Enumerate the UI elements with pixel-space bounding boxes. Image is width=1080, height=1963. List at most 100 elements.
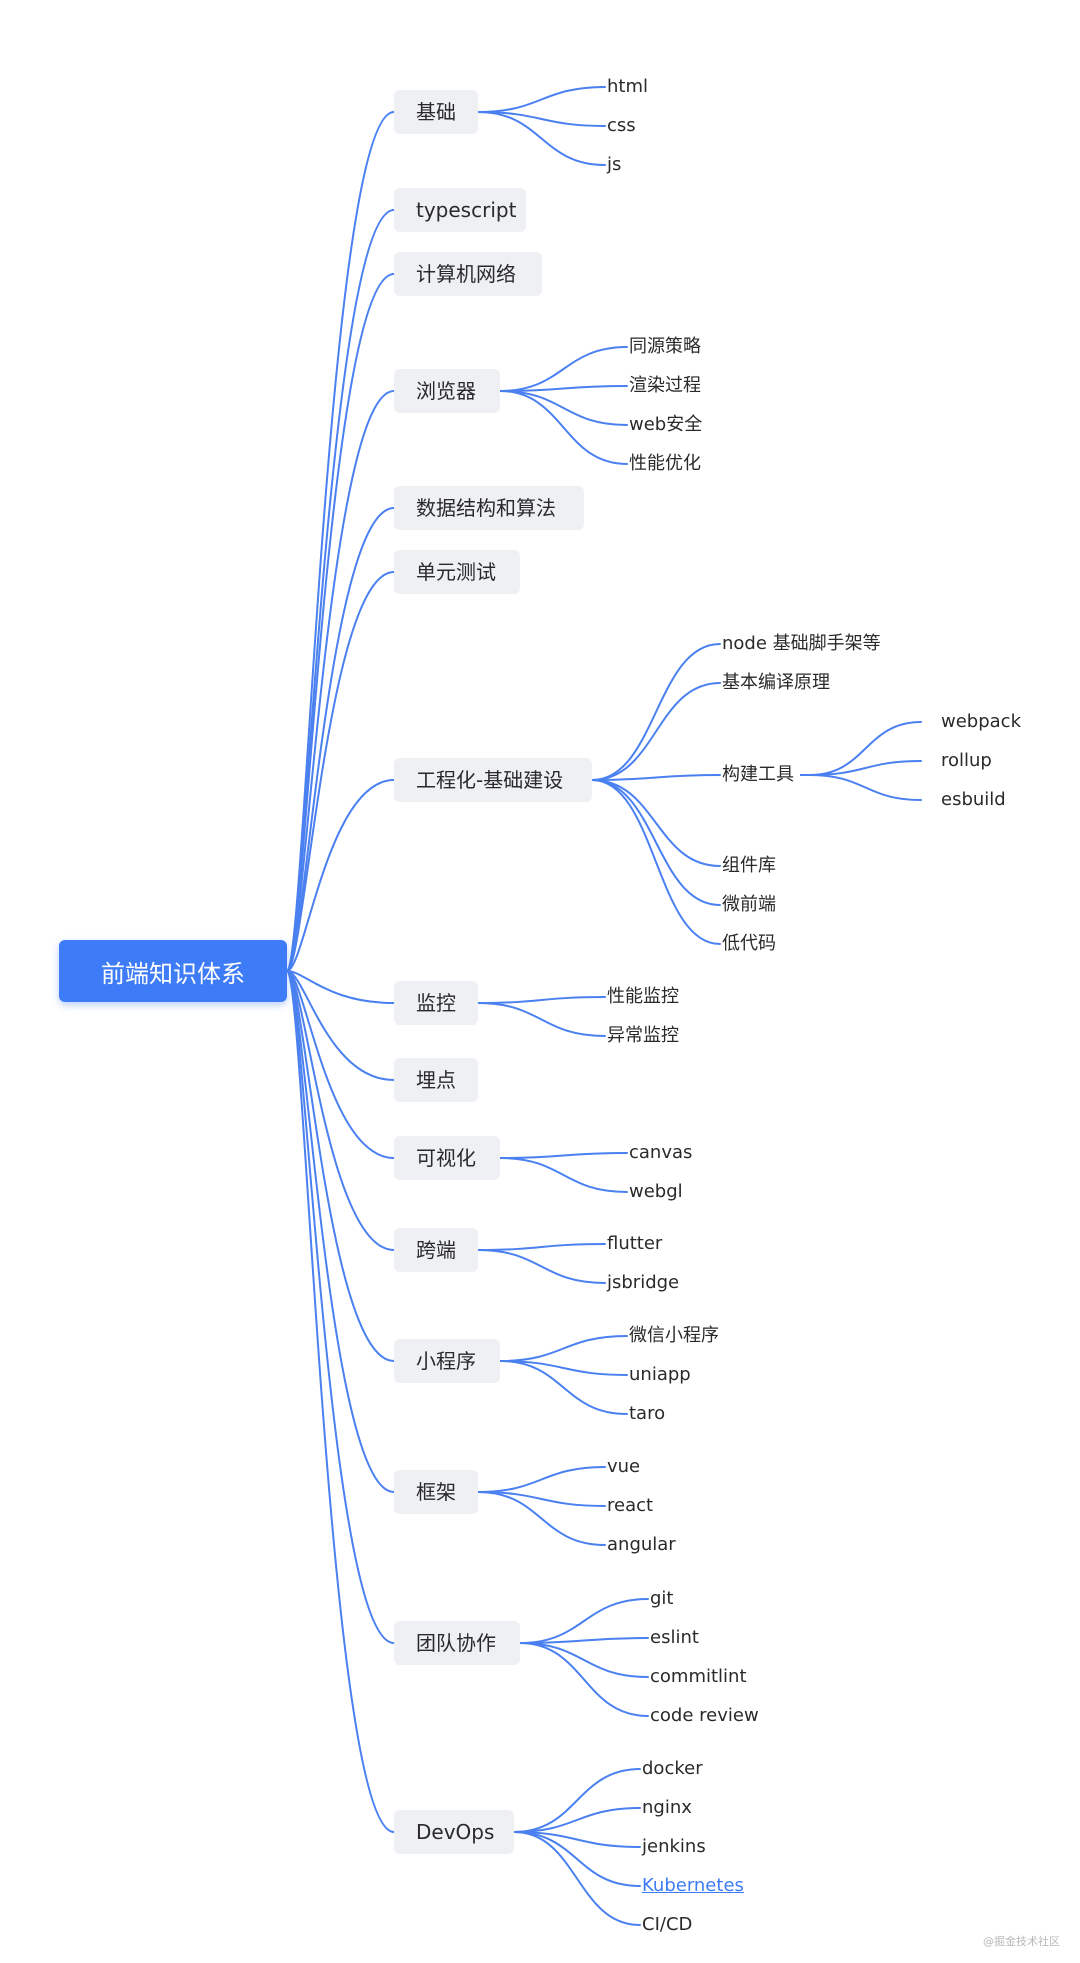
branch-node-browser[interactable]: 浏览器 bbox=[394, 369, 500, 413]
leaf-node-team: code review bbox=[650, 1705, 759, 1726]
connector-root-to-mini-program bbox=[286, 970, 395, 1362]
connector-browser-leaf-3 bbox=[499, 390, 628, 465]
connector-devops-leaf-2 bbox=[513, 1831, 641, 1848]
leaf-node-devops: nginx bbox=[642, 1797, 692, 1818]
connector-basics-leaf-2 bbox=[477, 111, 606, 166]
connector-root-to-unit-test bbox=[286, 571, 395, 972]
leaf-node-engineering: 组件库 bbox=[722, 855, 776, 876]
connector-team-leaf-2 bbox=[519, 1642, 649, 1678]
connector-mini-program-leaf-0 bbox=[499, 1335, 628, 1362]
leaf-node-team: eslint bbox=[650, 1627, 699, 1648]
leaf-node-basics: html bbox=[607, 76, 649, 97]
connector-mini-program-leaf-1 bbox=[499, 1360, 628, 1376]
connector-monitoring-leaf-1 bbox=[477, 1002, 606, 1037]
connector-engineering-leaf-1 bbox=[591, 682, 721, 781]
leaf-node-devops: jenkins bbox=[642, 1836, 706, 1857]
leaf-node-engineering: 低代码 bbox=[722, 933, 776, 954]
leaf-node-team: git bbox=[650, 1588, 674, 1609]
leaf-node-browser: 性能优化 bbox=[629, 453, 701, 474]
branch-node-unit-test[interactable]: 单元测试 bbox=[394, 550, 520, 594]
leaf-node-framework: angular bbox=[607, 1534, 676, 1555]
branch-node-tracking[interactable]: 埋点 bbox=[394, 1058, 478, 1102]
connector-engineering-leaf-5 bbox=[591, 779, 721, 945]
connector-engineering-leaf-3 bbox=[591, 779, 721, 867]
leaf-node-cross-platform: flutter bbox=[607, 1233, 663, 1254]
build-tool-leaf: rollup bbox=[941, 750, 992, 771]
branch-node-devops[interactable]: DevOps bbox=[394, 1810, 514, 1854]
connector-framework-leaf-0 bbox=[477, 1466, 606, 1493]
connector-visualization-leaf-0 bbox=[499, 1152, 628, 1159]
branch-node-engineering[interactable]: 工程化-基础建设 bbox=[394, 758, 592, 802]
connector-root-to-engineering bbox=[286, 779, 395, 972]
connector-mini-program-leaf-2 bbox=[499, 1360, 628, 1415]
connector-engineering-leaf-2 bbox=[591, 774, 721, 781]
connector-devops-leaf-0 bbox=[513, 1768, 641, 1833]
connector-cross-platform-leaf-1 bbox=[477, 1249, 606, 1284]
branch-node-team[interactable]: 团队协作 bbox=[394, 1621, 520, 1665]
leaf-node-monitoring: 性能监控 bbox=[607, 986, 679, 1007]
leaf-node-basics: css bbox=[607, 115, 636, 136]
kubernetes-link[interactable]: Kubernetes bbox=[642, 1875, 744, 1896]
connector-root-to-browser bbox=[286, 390, 395, 972]
leaf-node-team: commitlint bbox=[650, 1666, 747, 1687]
connector-root-to-framework bbox=[286, 970, 395, 1493]
leaf-node-framework: react bbox=[607, 1495, 654, 1516]
connector-browser-leaf-0 bbox=[499, 346, 628, 392]
connector-devops-leaf-4 bbox=[513, 1831, 641, 1926]
leaf-node-browser: web安全 bbox=[629, 414, 703, 435]
mindmap-root-node[interactable]: 前端知识体系 bbox=[59, 940, 287, 1002]
leaf-node-engineering: 微前端 bbox=[722, 894, 776, 915]
connector-root-to-devops bbox=[286, 970, 395, 1833]
leaf-node-engineering: node 基础脚手架等 bbox=[722, 633, 881, 654]
connector-devops-leaf-3 bbox=[513, 1831, 641, 1887]
leaf-node-mini-program: uniapp bbox=[629, 1364, 691, 1385]
watermark-text: @掘金技术社区 bbox=[983, 1935, 1060, 1948]
leaf-node-monitoring: 异常监控 bbox=[607, 1025, 679, 1046]
connector-root-to-team bbox=[286, 970, 395, 1644]
connector-browser-leaf-2 bbox=[499, 390, 628, 426]
connector-engineering-leaf-0 bbox=[591, 643, 721, 781]
build-tool-leaf: esbuild bbox=[941, 789, 1006, 810]
connector-basics-leaf-1 bbox=[477, 111, 606, 127]
connector-framework-leaf-2 bbox=[477, 1491, 606, 1546]
connector-visualization-leaf-1 bbox=[499, 1157, 628, 1193]
branch-node-typescript[interactable]: typescript bbox=[394, 188, 526, 232]
connector-devops-leaf-1 bbox=[513, 1807, 641, 1833]
connector-build-tools-leaf-1 bbox=[809, 760, 922, 776]
branch-node-dsa[interactable]: 数据结构和算法 bbox=[394, 486, 584, 530]
leaf-node-basics: js bbox=[607, 154, 622, 175]
connector-engineering-leaf-4 bbox=[591, 779, 721, 906]
leaf-node-devops: CI/CD bbox=[642, 1914, 693, 1935]
connector-browser-leaf-1 bbox=[499, 385, 628, 392]
connector-basics-leaf-0 bbox=[477, 86, 606, 113]
leaf-node-visualization: canvas bbox=[629, 1142, 693, 1163]
branch-node-basics[interactable]: 基础 bbox=[394, 90, 478, 134]
leaf-node-visualization: webgl bbox=[629, 1181, 683, 1202]
leaf-node-framework: vue bbox=[607, 1456, 641, 1477]
connector-team-leaf-1 bbox=[519, 1637, 649, 1644]
branch-node-visualization[interactable]: 可视化 bbox=[394, 1136, 500, 1180]
branch-node-network[interactable]: 计算机网络 bbox=[394, 252, 542, 296]
leaf-node-cross-platform: jsbridge bbox=[607, 1272, 680, 1293]
branch-node-cross-platform[interactable]: 跨端 bbox=[394, 1228, 478, 1272]
branch-node-mini-program[interactable]: 小程序 bbox=[394, 1339, 500, 1383]
connector-team-leaf-3 bbox=[519, 1642, 649, 1717]
leaf-node-browser: 渲染过程 bbox=[629, 375, 701, 396]
connector-cross-platform-leaf-0 bbox=[477, 1243, 606, 1251]
connector-team-leaf-0 bbox=[519, 1598, 649, 1644]
leaf-node-engineering: 基本编译原理 bbox=[722, 672, 830, 693]
connector-root-to-cross-platform bbox=[286, 970, 395, 1251]
leaf-node-browser: 同源策略 bbox=[629, 336, 701, 357]
branch-node-framework[interactable]: 框架 bbox=[394, 1470, 478, 1514]
connector-framework-leaf-1 bbox=[477, 1491, 606, 1507]
connector-root-to-visualization bbox=[286, 970, 395, 1159]
leaf-node-mini-program: taro bbox=[629, 1403, 666, 1424]
leaf-node-devops: docker bbox=[642, 1758, 703, 1779]
leaf-node-engineering: 构建工具 bbox=[722, 764, 794, 785]
connector-build-tools-leaf-0 bbox=[809, 721, 922, 776]
connector-monitoring-leaf-0 bbox=[477, 996, 606, 1004]
branch-node-monitoring[interactable]: 监控 bbox=[394, 981, 478, 1025]
connector-root-to-tracking bbox=[286, 970, 395, 1081]
